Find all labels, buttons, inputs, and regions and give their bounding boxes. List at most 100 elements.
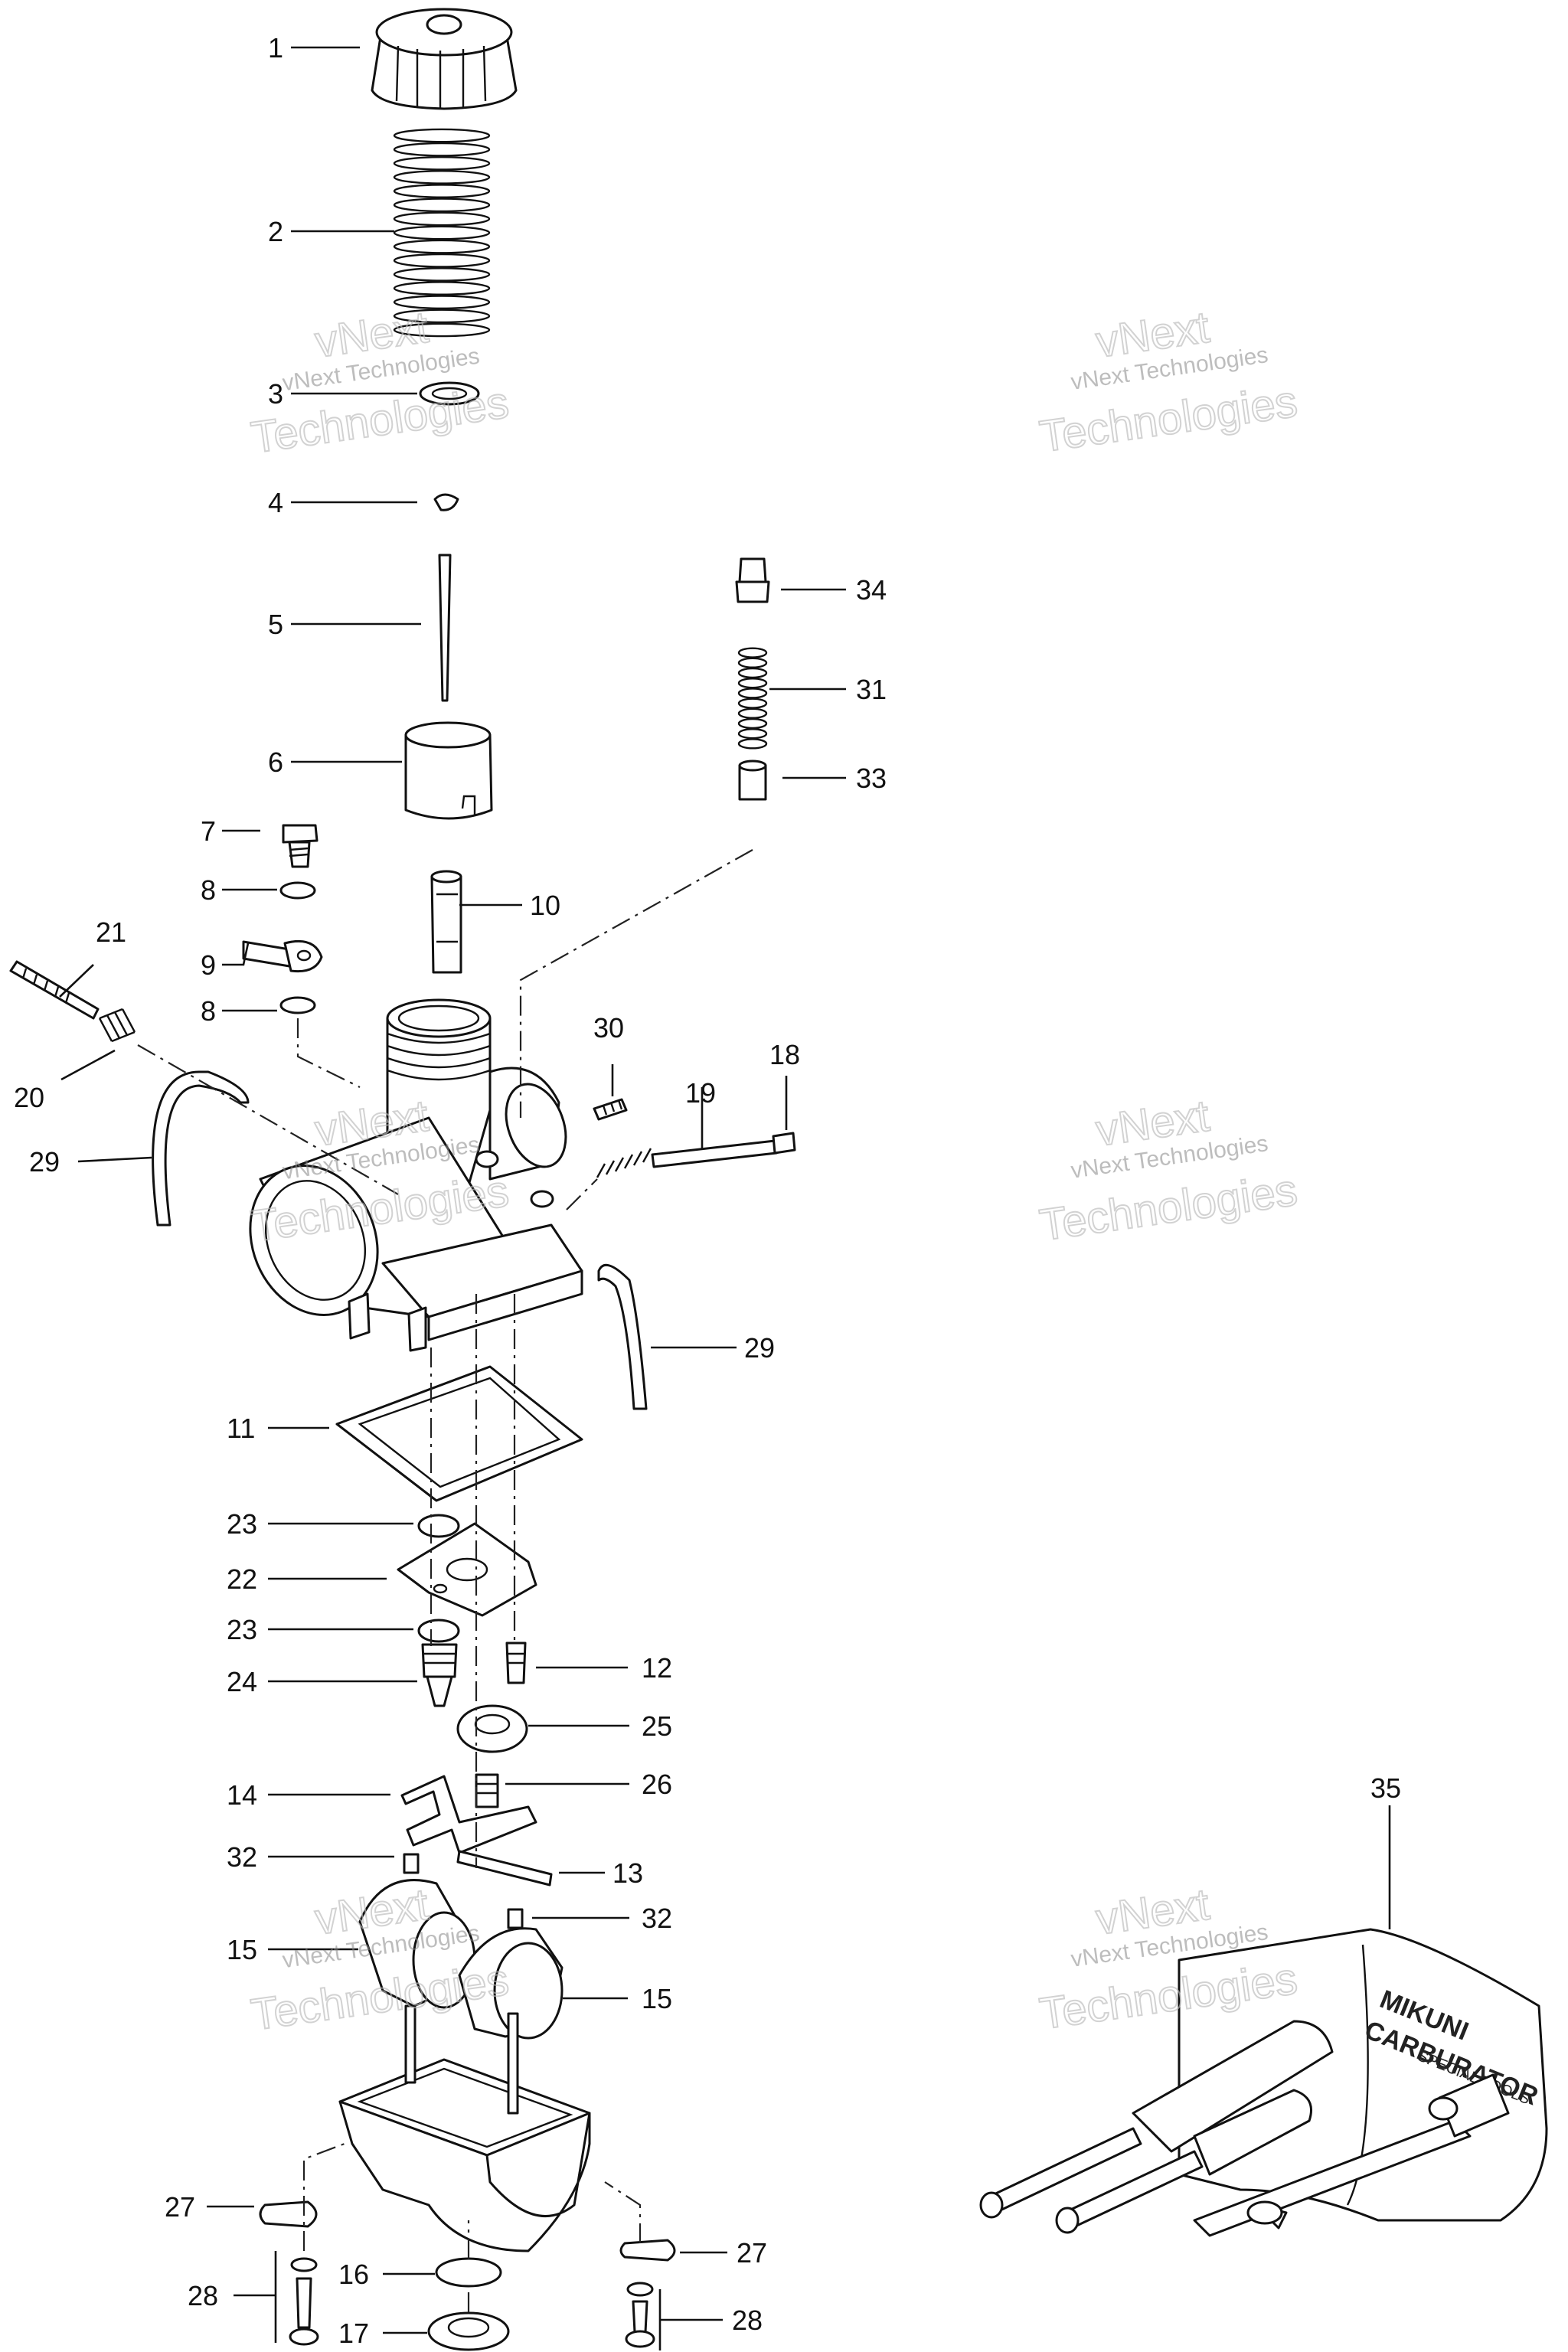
watermark-top-right: vNext vNext Technologies Technologies: [1036, 302, 1301, 462]
part-18-screw: [651, 1132, 796, 1168]
callout-10: 10: [530, 890, 560, 921]
callout-18: 18: [769, 1039, 800, 1070]
callout-2: 2: [268, 216, 283, 247]
callout-28-left: 28: [188, 2280, 218, 2311]
part-27-plate-right: [619, 2239, 676, 2262]
part-16-oring: [435, 2257, 502, 2288]
callout-4: 4: [268, 487, 283, 518]
part-33-fitting: [738, 760, 767, 801]
part-34-fitting: [735, 557, 770, 603]
part-23-oring-upper: [417, 1514, 460, 1538]
part-4-clip: [433, 493, 459, 511]
callout-35: 35: [1370, 1772, 1401, 1804]
spring-coil: [393, 198, 491, 213]
spring-coil: [737, 738, 768, 750]
part-6-throttle-slide: [404, 721, 493, 820]
callout-13: 13: [612, 1857, 643, 1889]
spring-coil: [737, 728, 768, 740]
callout-1: 1: [268, 32, 283, 64]
callout-23-upper: 23: [227, 1508, 257, 1540]
callout-19: 19: [685, 1077, 716, 1109]
spring-coil: [393, 267, 491, 282]
callout-15-left: 15: [227, 1934, 257, 1965]
callout-17: 17: [338, 2318, 369, 2349]
spring-coil: [737, 667, 768, 679]
spring-coil: [737, 697, 768, 709]
part-27-plate-left: [259, 2200, 318, 2228]
callout-22: 22: [227, 1563, 257, 1595]
callout-8-upper: 8: [201, 874, 216, 906]
part-28-screw-right: [625, 2282, 655, 2348]
spring-coil: [393, 211, 491, 227]
spring-coil: [737, 678, 768, 689]
part-21-air-screw: [9, 960, 100, 1020]
watermark-mid-right: vNext vNext Technologies Technologies: [1036, 1090, 1301, 1251]
spring-coil: [393, 253, 491, 268]
callout-27-left: 27: [165, 2191, 195, 2223]
spring-coil: [393, 322, 491, 338]
callout-34: 34: [856, 574, 887, 606]
part-10-needle-jet: [430, 870, 462, 974]
spring-coil: [393, 128, 491, 143]
callout-11: 11: [227, 1413, 255, 1444]
assembly-lines: [137, 849, 753, 2312]
part-17-drain-plug: [427, 2311, 510, 2351]
callout-15-right: 15: [642, 1983, 672, 2014]
spring-coil: [393, 295, 491, 310]
callout-33: 33: [856, 763, 887, 794]
part-23-oring-lower: [417, 1619, 460, 1643]
callout-20: 20: [14, 1082, 44, 1113]
part-12-pilot-jet: [505, 1642, 527, 1684]
spring-coil: [393, 225, 491, 240]
spring-coil: [393, 309, 491, 324]
callout-9: 9: [201, 949, 216, 981]
leader-lines: [59, 46, 1391, 2350]
part-32-small-lower: [507, 1908, 524, 1929]
part-30-screw: [593, 1098, 628, 1121]
spring-coil: [737, 657, 768, 668]
spring-coil: [393, 239, 491, 254]
callout-29-left: 29: [29, 1146, 60, 1178]
callout-27-right: 27: [737, 2237, 767, 2269]
part-22-plate: [397, 1522, 537, 1617]
part-20-screw-spring: [98, 1008, 136, 1043]
part-26-jet: [475, 1773, 499, 1808]
part-5-needle: [438, 554, 452, 702]
part-11-gasket: [335, 1365, 583, 1502]
callout-5: 5: [268, 609, 283, 640]
spring-coil: [393, 184, 491, 198]
part-float-bowl: [338, 2004, 591, 2252]
callout-6: 6: [268, 746, 283, 778]
spring-coil: [737, 688, 768, 699]
part-2-spring: [393, 128, 491, 338]
part-13-float-pin: [456, 1850, 553, 1886]
spring-coil: [393, 155, 491, 171]
callout-3: 3: [268, 378, 283, 410]
callout-21: 21: [96, 916, 126, 948]
callout-32-lower: 32: [642, 1903, 672, 1934]
callout-28-right: 28: [732, 2305, 763, 2336]
part-1-cap: [371, 8, 518, 110]
callout-32-upper: 32: [227, 1841, 257, 1873]
part-3-seat: [419, 381, 480, 406]
spring-coil: [737, 717, 768, 730]
callout-12: 12: [642, 1652, 672, 1684]
callout-30: 30: [593, 1012, 624, 1044]
part-15-float-left: [358, 1879, 476, 2009]
spring-coil: [393, 170, 491, 185]
callout-numbers: 1 2 3 4 5 6 7 8 9 8 10 21 20 29 30 19 18…: [14, 32, 1401, 2349]
part-14-float-arm: [400, 1775, 537, 1854]
callout-16: 16: [338, 2259, 369, 2290]
part-32-small-upper: [403, 1853, 420, 1874]
part-25-main-jet: [456, 1704, 528, 1753]
callout-31: 31: [856, 674, 887, 705]
part-carburetor-body: [249, 998, 583, 1352]
part-35-tool-kit: MIKUNI CARBURATOR SPECIAL TOOLS: [979, 1928, 1548, 2237]
callout-25: 25: [642, 1710, 672, 1742]
callout-14: 14: [227, 1779, 257, 1811]
part-28-screw-left: [289, 2257, 319, 2346]
callout-8-lower: 8: [201, 995, 216, 1027]
part-8-washer-lower: [279, 996, 316, 1014]
spring-coil: [737, 647, 768, 658]
